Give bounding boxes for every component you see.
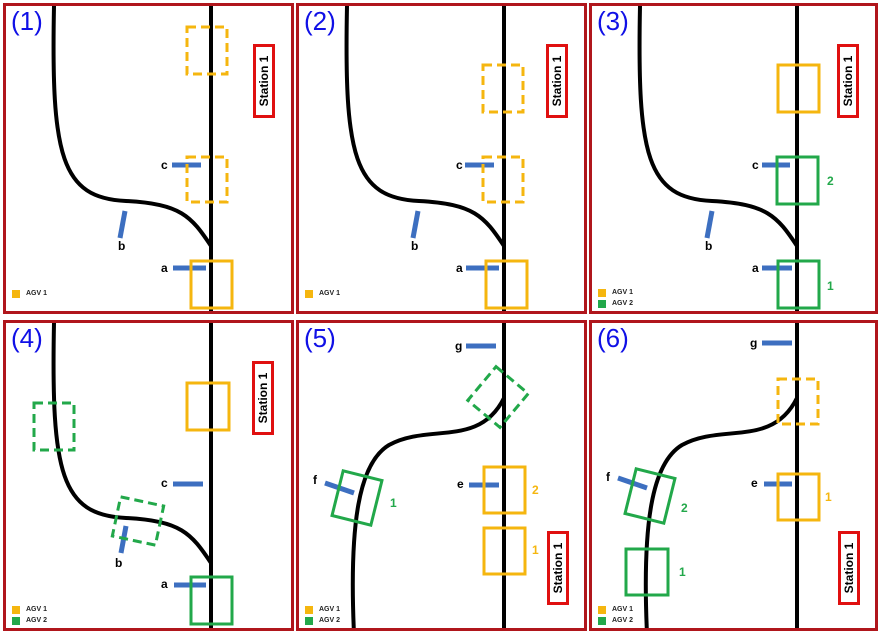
panel-number: (2) — [304, 6, 336, 36]
sensor-label-a: a — [161, 577, 168, 591]
track-diagram — [344, 6, 529, 311]
branch-track — [637, 6, 799, 248]
agv1-box-bottom — [482, 526, 527, 576]
legend: AGV 1 AGV 2 — [598, 287, 633, 309]
sensor-label-a: a — [161, 261, 168, 275]
agv2-swatch — [12, 616, 20, 625]
sensor-b-bar — [704, 210, 715, 239]
panel-3: (3) Station 1 c b a 2 1 AGV 1 AGV 2 — [589, 3, 878, 314]
sensor-b-bar — [410, 210, 421, 239]
branch-track — [51, 6, 213, 248]
legend: AGV 1 — [305, 288, 340, 299]
station-1: Station 1 — [547, 531, 569, 605]
agv2-ghost-switch — [465, 364, 531, 430]
station-1: Station 1 — [253, 44, 275, 118]
station-1: Station 1 — [837, 44, 859, 118]
panel-number: (4) — [11, 323, 43, 353]
agv1-box-top — [776, 63, 821, 114]
sensor-label-f: f — [313, 473, 317, 487]
sensor-label-b: b — [115, 556, 123, 570]
sensor-label-c: c — [161, 476, 168, 490]
panel-2: (2) Station 1 c b a AGV 1 — [296, 3, 587, 314]
agv1-ghost-top — [185, 25, 229, 76]
agv2-swatch — [598, 299, 606, 308]
legend: AGV 1 — [12, 288, 47, 299]
legend: AGV 1 AGV 2 — [305, 604, 340, 626]
legend: AGV 1 AGV 2 — [598, 604, 633, 626]
agv1-swatch — [598, 605, 606, 614]
agv2-ghost-top — [32, 401, 76, 452]
sensor-b-bar — [117, 210, 128, 239]
agv1-swatch — [598, 288, 606, 297]
legend: AGV 1 AGV 2 — [12, 604, 47, 626]
agv1-ghost-top — [776, 377, 820, 426]
vehicle-number-2-green: 2 — [681, 501, 688, 515]
agv2-box-branch — [623, 467, 677, 525]
sensor-label-g: g — [455, 339, 463, 353]
sensor-label-a: a — [456, 261, 463, 275]
panel-4: (4) Station 1 c b a AGV 1 AGV 2 — [3, 320, 294, 631]
panel-number: (5) — [304, 323, 336, 353]
branch-track — [344, 6, 506, 248]
vehicle-number-1: 1 — [827, 279, 834, 293]
vehicle-number-1-green: 1 — [679, 565, 686, 579]
panel-number: (6) — [597, 323, 629, 353]
sensor-label-e: e — [751, 476, 758, 490]
agv2-ghost-curve — [110, 495, 166, 547]
agv2-box-bottom — [624, 547, 670, 597]
agv1-ghost-top — [481, 63, 525, 114]
agv2-swatch — [305, 616, 313, 625]
sensor-label-a: a — [752, 261, 759, 275]
sensor-label-c: c — [456, 158, 463, 172]
station-1: Station 1 — [252, 361, 274, 435]
sensor-label-c: c — [161, 158, 168, 172]
sensor-label-b: b — [118, 239, 126, 253]
agv1-ghost-mid — [185, 155, 229, 204]
track-diagram — [32, 323, 234, 628]
panel-number: (3) — [597, 6, 629, 36]
station-1: Station 1 — [546, 44, 568, 118]
panel-1: (1) Station 1 c b a AGV 1 — [3, 3, 294, 314]
panel-number: (1) — [11, 6, 43, 36]
sensor-label-e: e — [457, 477, 464, 491]
sensor-label-c: c — [752, 158, 759, 172]
branch-track — [51, 323, 213, 565]
agv2-box-bottom — [776, 259, 821, 310]
track-diagram — [51, 6, 234, 311]
agv1-ghost-mid — [481, 155, 525, 204]
agv2-box-branch — [330, 469, 384, 527]
sensor-label-b: b — [411, 239, 419, 253]
agv1-swatch — [12, 289, 20, 298]
vehicle-number-1-yellow: 1 — [825, 490, 832, 504]
station-1: Station 1 — [838, 531, 860, 605]
agv1-box-e — [482, 465, 527, 515]
sensor-label-g: g — [750, 336, 758, 350]
vehicle-number-2-yellow: 2 — [532, 483, 539, 497]
panel-6: (6) Station 1 g f e 2 1 1 AGV 1 AGV 2 — [589, 320, 878, 631]
agv1-swatch — [305, 605, 313, 614]
track-diagram — [617, 323, 821, 628]
sensor-label-b: b — [705, 239, 713, 253]
agv2-box — [189, 575, 234, 626]
agv1-swatch — [12, 605, 20, 614]
agv1-box — [185, 381, 231, 432]
agv2-swatch — [598, 616, 606, 625]
agv1-box-e — [776, 472, 821, 522]
agv1-swatch — [305, 289, 313, 298]
sensor-label-f: f — [606, 470, 610, 484]
vehicle-number-2: 2 — [827, 174, 834, 188]
agv1-box — [484, 259, 529, 310]
branch-track — [350, 397, 506, 628]
track-diagram — [637, 6, 821, 311]
vehicle-number-1-green: 1 — [390, 496, 397, 510]
panel-5: (5) Station 1 g f e 1 2 1 AGV 1 AGV 2 — [296, 320, 587, 631]
track-diagram — [324, 323, 531, 628]
agv2-box-mid — [775, 155, 820, 206]
agv1-box — [189, 259, 234, 310]
vehicle-number-1-yellow: 1 — [532, 543, 539, 557]
